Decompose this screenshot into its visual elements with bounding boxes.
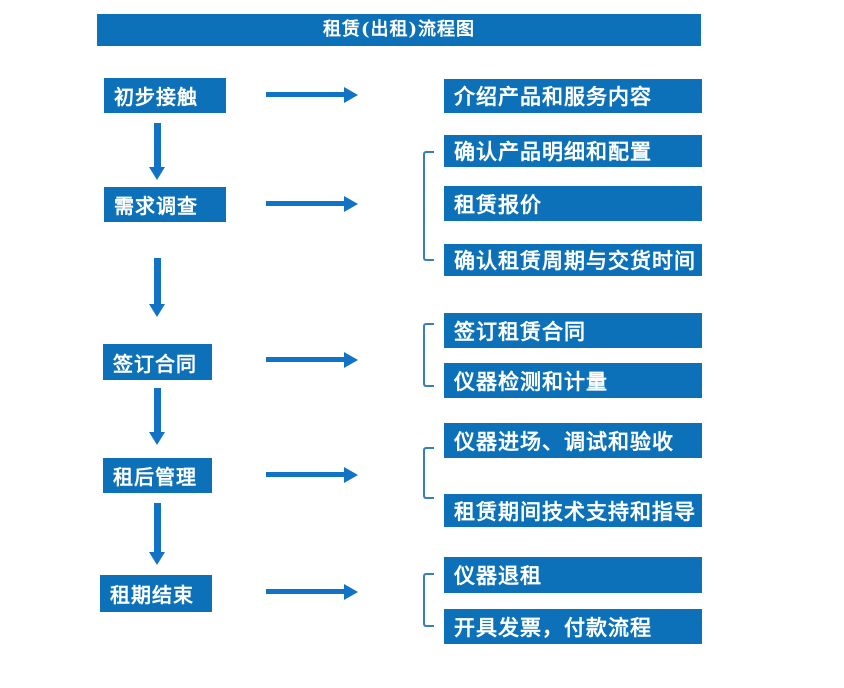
arrow-shaft: [266, 92, 345, 97]
detail-box-confirm-rental-period: 确认租赁周期与交货时间: [444, 244, 702, 276]
arrow-shaft: [154, 123, 161, 168]
right-arrow-stage-3: [266, 352, 358, 368]
arrow-head-icon: [344, 352, 358, 368]
down-arrow-3-4: [149, 388, 166, 445]
detail-box-instrument-testing: 仪器检测和计量: [444, 363, 702, 398]
down-arrow-2-3: [149, 258, 166, 317]
stage-box-sign-contract: 签订合同: [103, 344, 212, 380]
arrow-shaft: [266, 357, 345, 362]
group-bracket-stage-3: [423, 323, 434, 387]
detail-box-confirm-product-details: 确认产品明细和配置: [444, 135, 702, 167]
detail-box-invoice-payment: 开具发票，付款流程: [444, 609, 702, 644]
stage-box-demand-survey: 需求调查: [104, 187, 226, 222]
arrow-shaft: [154, 388, 161, 433]
arrow-head-icon: [149, 304, 165, 317]
stage-box-rental-end: 租期结束: [100, 575, 212, 612]
arrow-head-icon: [149, 167, 165, 180]
arrow-shaft: [266, 589, 345, 594]
arrow-head-icon: [344, 584, 358, 600]
right-arrow-stage-4: [266, 467, 358, 483]
right-arrow-stage-1: [266, 87, 358, 103]
arrow-head-icon: [149, 552, 165, 565]
detail-box-introduce-products: 介绍产品和服务内容: [444, 79, 702, 113]
arrow-shaft: [266, 472, 345, 477]
detail-box-sign-rental-contract: 签订租赁合同: [444, 313, 702, 348]
group-bracket-stage-4: [423, 447, 434, 499]
detail-box-tech-support: 租赁期间技术支持和指导: [444, 494, 702, 527]
arrow-shaft: [154, 503, 161, 553]
arrow-shaft: [266, 201, 345, 206]
arrow-shaft: [154, 258, 161, 305]
group-bracket-stage-2: [423, 151, 434, 261]
arrow-head-icon: [344, 87, 358, 103]
group-bracket-stage-5: [423, 573, 434, 627]
arrow-head-icon: [344, 196, 358, 212]
diagram-title: 租赁(出租)流程图: [97, 14, 701, 46]
arrow-head-icon: [149, 432, 165, 445]
down-arrow-1-2: [149, 123, 166, 180]
detail-box-rental-quote: 租赁报价: [444, 186, 702, 221]
detail-box-instrument-entry: 仪器进场、调试和验收: [444, 423, 702, 458]
right-arrow-stage-2: [266, 196, 358, 212]
right-arrow-stage-5: [266, 584, 358, 600]
stage-box-initial-contact: 初步接触: [104, 78, 226, 113]
arrow-head-icon: [344, 467, 358, 483]
detail-box-instrument-return: 仪器退租: [444, 557, 702, 593]
down-arrow-4-5: [149, 503, 166, 565]
stage-box-post-rental-management: 租后管理: [103, 458, 212, 493]
